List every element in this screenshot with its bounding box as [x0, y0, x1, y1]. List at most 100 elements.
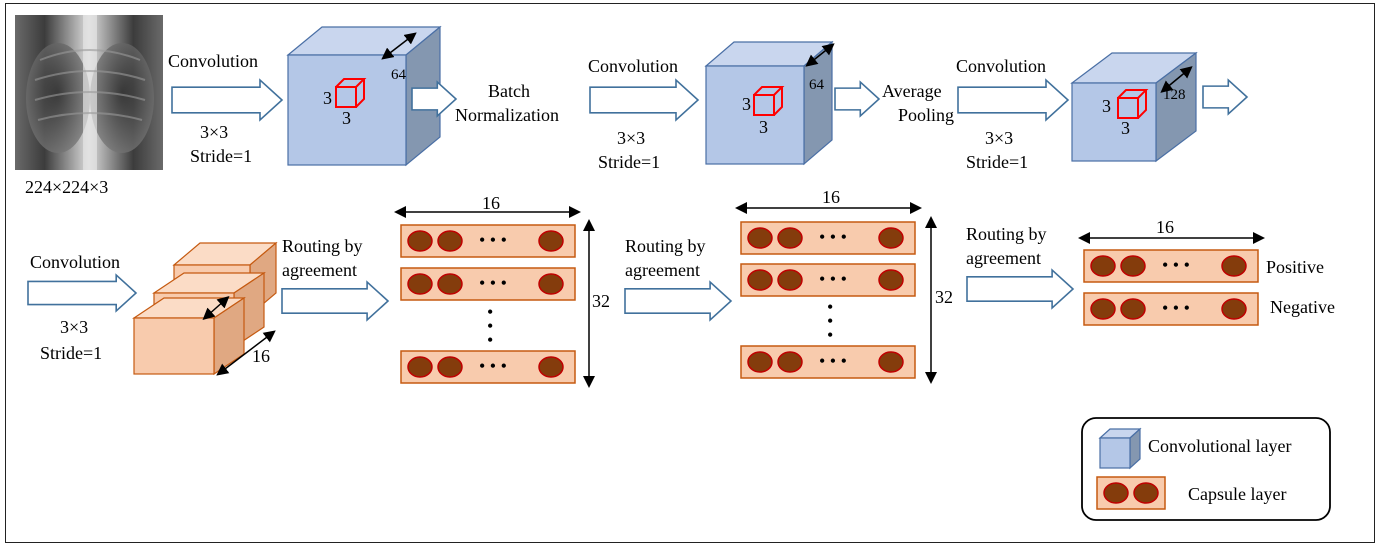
caps1-row-last: • • • — [400, 350, 576, 384]
routing3-line2: agreement — [966, 248, 1041, 268]
arrow-out1 — [1202, 78, 1249, 116]
conv2-stride: Stride=1 — [598, 152, 660, 172]
output-row-negative-dots: • • • — [1162, 298, 1190, 318]
xray-image — [15, 15, 163, 170]
cube2-kernel-w: 3 — [742, 94, 751, 114]
caps1-row-last-dots: • • • — [479, 356, 507, 376]
caps2-row-last: • • • — [740, 345, 916, 379]
primary-depth-arrow — [202, 296, 230, 320]
caps1-row-2-dots: • • • — [479, 273, 507, 293]
caps2-vdots: • — [827, 311, 833, 331]
bn-line1: Batch — [488, 81, 530, 101]
arrow-routing3 — [966, 268, 1075, 310]
arrow-conv2 — [589, 78, 700, 122]
kernel-cube-2-edges — [753, 86, 785, 116]
capsule — [1103, 482, 1129, 504]
capsule — [777, 269, 803, 291]
output-positive-label: Positive — [1266, 257, 1324, 277]
output-width-label: 16 — [1156, 217, 1174, 237]
capsule — [1133, 482, 1159, 504]
capsule — [1120, 298, 1146, 320]
arrow-conv3 — [957, 78, 1070, 122]
arrow-conv4 — [27, 273, 138, 313]
kernel-cube-2 — [753, 86, 785, 116]
conv1-kernel: 3×3 — [200, 122, 228, 142]
caps2-row-1-dots: • • • — [819, 227, 847, 247]
kernel-cube-1 — [335, 78, 367, 108]
cube1-depth-label: 64 — [391, 67, 407, 83]
output-row-negative: • • • — [1083, 292, 1259, 326]
routing2-line1: Routing by — [625, 236, 706, 256]
kernel-cube-2-front — [753, 94, 775, 116]
arrow-conv1 — [171, 78, 284, 122]
bn-line2: Normalization — [455, 105, 559, 125]
arrow-pool — [834, 80, 881, 118]
capsule — [1221, 255, 1247, 277]
capsule — [777, 351, 803, 373]
cube2-depth-label: 64 — [809, 77, 825, 93]
conv2-label: Convolution — [588, 56, 678, 76]
legend-caps-label: Capsule layer — [1188, 484, 1286, 504]
caps1-vdots: • — [487, 302, 493, 322]
conv-cube-1-front — [287, 54, 407, 166]
capsule — [1090, 255, 1116, 277]
caps2-width-label: 16 — [822, 187, 840, 207]
primary-width-label: 16 — [252, 346, 270, 366]
pool-line1: Average — [882, 81, 942, 101]
conv2-kernel: 3×3 — [617, 128, 645, 148]
conv4-stride: Stride=1 — [40, 343, 102, 363]
pool-line2: Pooling — [898, 105, 954, 125]
cube3-depth-label: 128 — [1163, 87, 1186, 103]
conv4-label: Convolution — [30, 252, 120, 272]
caps1-vdots: • — [487, 330, 493, 350]
routing2-line2: agreement — [625, 260, 700, 280]
conv-cube-1 — [286, 25, 442, 167]
capsule — [407, 230, 433, 252]
conv3-kernel: 3×3 — [985, 128, 1013, 148]
cube3-kernel-h: 3 — [1121, 118, 1130, 138]
cube3-depth-arrow — [1160, 66, 1193, 93]
primary-width-arrow — [216, 330, 276, 376]
caps2-row-2-dots: • • • — [819, 269, 847, 289]
capsule — [1120, 255, 1146, 277]
conv3-stride: Stride=1 — [966, 152, 1028, 172]
caps1-row-1-dots: • • • — [479, 230, 507, 250]
legend-conv-icon-front — [1099, 437, 1131, 469]
conv1-label: Convolution — [168, 51, 258, 71]
arrow-routing2 — [624, 280, 733, 322]
caps1-row-2: • • • — [400, 267, 576, 301]
cube1-kernel-h: 3 — [342, 108, 351, 128]
capsule — [878, 227, 904, 249]
caps2-row-last-dots: • • • — [819, 351, 847, 371]
capsule — [437, 230, 463, 252]
cube1-kernel-w: 3 — [323, 88, 332, 108]
caps2-vdots: • — [827, 325, 833, 345]
capsule — [538, 356, 564, 378]
capsule — [747, 227, 773, 249]
conv1-stride: Stride=1 — [190, 146, 252, 166]
cube1-depth-arrow — [381, 32, 417, 60]
cube3-kernel-w: 3 — [1102, 96, 1111, 116]
conv-cube-3 — [1070, 51, 1198, 163]
kernel-cube-1-front — [335, 86, 357, 108]
cube2-depth-arrow — [805, 43, 835, 67]
primary-block-front-front — [133, 317, 215, 375]
output-row-positive: • • • — [1083, 249, 1259, 283]
capsule — [777, 227, 803, 249]
output-negative-label: Negative — [1270, 297, 1335, 317]
capsule — [747, 351, 773, 373]
capsule — [878, 269, 904, 291]
caps2-row-1: • • • — [740, 221, 916, 255]
routing3-line1: Routing by — [966, 224, 1047, 244]
capsule — [437, 273, 463, 295]
capsule — [538, 273, 564, 295]
caps2-vdots: • — [827, 297, 833, 317]
caps1-row-1: • • • — [400, 224, 576, 258]
capsule — [538, 230, 564, 252]
capsule — [407, 356, 433, 378]
caps1-width-label: 16 — [482, 193, 500, 213]
routing1-line1: Routing by — [282, 236, 363, 256]
output-row-positive-dots: • • • — [1162, 255, 1190, 275]
